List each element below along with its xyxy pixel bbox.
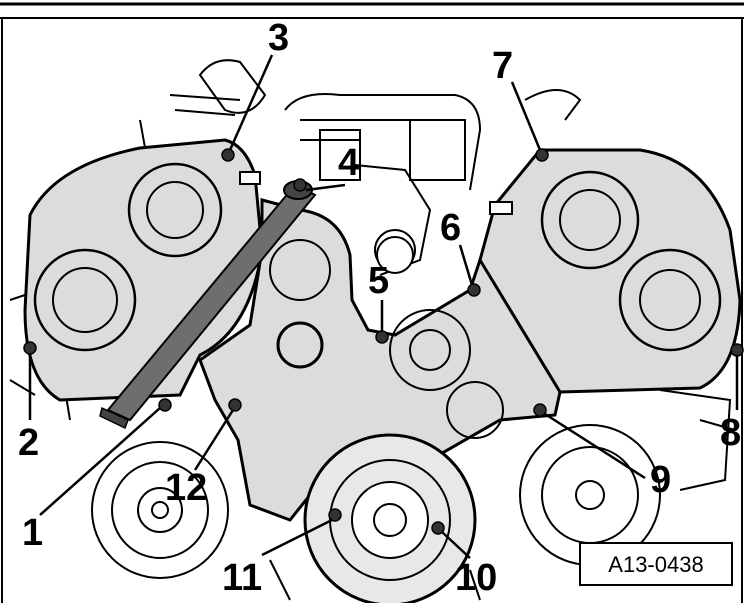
right-lower-sprocket — [618, 248, 722, 352]
left-lower-sprocket — [33, 248, 137, 352]
left-bracket — [239, 171, 261, 185]
leader-lines — [28, 54, 739, 559]
bolt-12 — [228, 398, 242, 412]
bolt-3 — [221, 148, 235, 162]
camshaft-locking-tool — [99, 180, 317, 430]
crankshaft-hub — [373, 503, 407, 537]
callout-1: 1 — [22, 512, 43, 554]
callout-10: 10 — [455, 557, 497, 599]
tensioner-pulley — [389, 309, 471, 391]
right-upper-sprocket — [540, 170, 640, 270]
bolt-11 — [328, 508, 342, 522]
idler-pulley-right — [446, 381, 504, 439]
callout-5: 5 — [368, 260, 389, 302]
figure-reference-box: A13-0438 — [579, 542, 733, 586]
tensioner-pulley-hub — [409, 329, 451, 371]
alternator — [91, 441, 229, 579]
callout-3: 3 — [268, 17, 289, 59]
idler-pulley-upper — [269, 239, 331, 301]
bolt-6 — [467, 283, 481, 297]
crankshaft-sprocket — [351, 481, 429, 559]
callout-7: 7 — [492, 45, 513, 87]
left-upper-sprocket-hub — [146, 181, 204, 239]
callout-12: 12 — [165, 467, 207, 509]
bolt-1 — [158, 398, 172, 412]
bolt-5 — [375, 330, 389, 344]
callout-2: 2 — [18, 422, 39, 464]
bolt-10 — [431, 521, 445, 535]
figure-reference: A13-0438 — [608, 552, 703, 577]
callout-8: 8 — [720, 412, 741, 454]
callout-labels: 1 2 3 4 5 6 7 8 9 10 11 12 — [18, 17, 741, 599]
right-lower-sprocket-hub — [639, 269, 701, 331]
bolt-7 — [535, 148, 549, 162]
callout-9: 9 — [650, 459, 671, 501]
callout-6: 6 — [440, 207, 461, 249]
idler-pulley-lower — [276, 321, 324, 369]
bolt-4 — [293, 178, 307, 192]
water-pump-housing — [376, 236, 414, 274]
bolt-8 — [730, 343, 744, 357]
callout-4: 4 — [338, 142, 359, 184]
callout-11: 11 — [222, 557, 262, 599]
right-bracket — [489, 201, 513, 215]
bolt-2 — [23, 341, 37, 355]
bolt-9 — [533, 403, 547, 417]
right-upper-sprocket-hub — [559, 189, 621, 251]
central-timing-cover — [198, 198, 562, 522]
left-upper-sprocket — [127, 162, 223, 258]
left-lower-sprocket-hub — [52, 267, 118, 333]
